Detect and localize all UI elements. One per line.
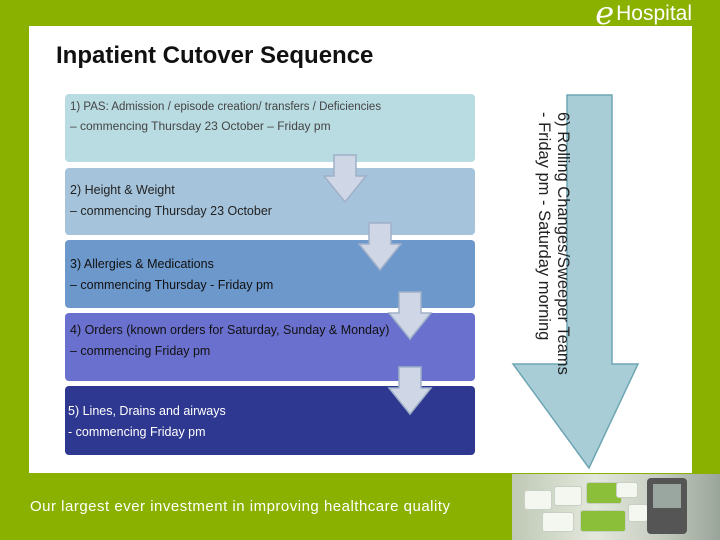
keyboard-key bbox=[628, 504, 648, 522]
logo-text: Hospital bbox=[616, 2, 692, 25]
step-2-title: 2) Height & Weight bbox=[70, 183, 175, 197]
keyboard-key bbox=[542, 512, 574, 532]
step-5-title: 5) Lines, Drains and airways bbox=[68, 404, 226, 418]
logo-mark: e bbox=[595, 0, 615, 32]
step-6-label: 6) Rolling Changes/Sweeper Teams - Frida… bbox=[534, 112, 572, 422]
top-bar bbox=[0, 0, 720, 26]
step-1-date: – commencing Thursday 23 October – Frida… bbox=[70, 119, 331, 133]
keyboard-key bbox=[580, 510, 626, 532]
step-4-date: – commencing Friday pm bbox=[70, 344, 211, 358]
slide-title: Inpatient Cutover Sequence bbox=[56, 42, 374, 69]
handheld-device bbox=[647, 478, 687, 534]
step-5-box: 5) Lines, Drains and airways - commencin… bbox=[65, 386, 475, 455]
footer-tagline: Our largest ever investment in improving… bbox=[30, 498, 451, 515]
down-arrow-icon bbox=[387, 291, 433, 341]
device-screen bbox=[653, 484, 681, 508]
step-1-title: 1) PAS: Admission / episode creation/ tr… bbox=[70, 101, 382, 113]
step-3-date: – commencing Thursday - Friday pm bbox=[70, 278, 274, 292]
step-2-box: 2) Height & Weight – commencing Thursday… bbox=[65, 168, 475, 235]
step-3-title: 3) Allergies & Medications bbox=[70, 257, 214, 271]
keyboard-key bbox=[554, 486, 582, 506]
big-down-arrow-icon bbox=[511, 94, 640, 470]
step-2-date: – commencing Thursday 23 October bbox=[70, 204, 272, 218]
step-5-date: - commencing Friday pm bbox=[68, 425, 206, 439]
down-arrow-icon bbox=[322, 154, 368, 204]
step-1-box: 1) PAS: Admission / episode creation/ tr… bbox=[65, 94, 475, 162]
step-6-date: - Friday pm - Saturday morning bbox=[535, 112, 553, 341]
keyboard-key bbox=[524, 490, 552, 510]
down-arrow-icon bbox=[357, 222, 403, 272]
ehospital-logo: e Hospital bbox=[595, 0, 692, 32]
down-arrow-icon bbox=[387, 366, 433, 416]
step-6-title: 6) Rolling Changes/Sweeper Teams bbox=[554, 112, 572, 375]
keyboard-key bbox=[616, 482, 638, 498]
step-4-title: 4) Orders (known orders for Saturday, Su… bbox=[70, 323, 390, 337]
keyboard-photo bbox=[512, 474, 720, 540]
